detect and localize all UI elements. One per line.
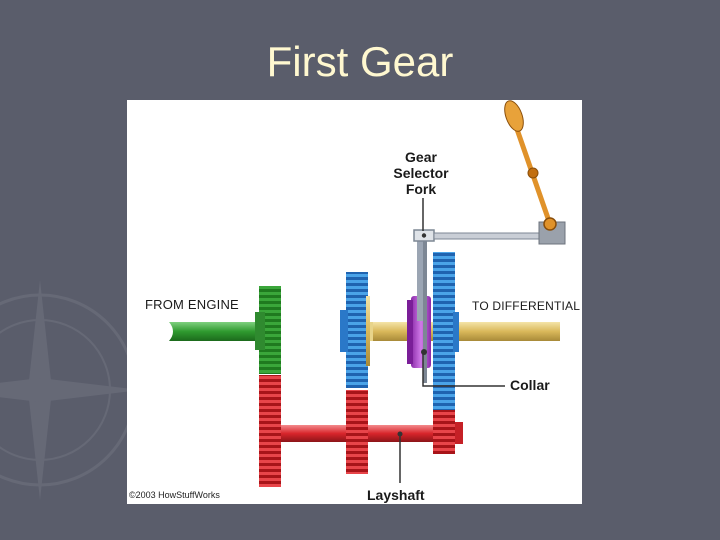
layshaft-gear-3 [433,410,455,454]
input-shaft [169,322,267,341]
compass-watermark-icon [0,280,140,500]
input-gear [259,286,281,374]
second-gear [346,272,368,388]
from-engine-label: FROM ENGINE [145,297,239,312]
selector-rod [433,232,540,240]
label-line-3: Fork [405,181,437,197]
layshaft-label: Layshaft [367,487,425,503]
slide-title: First Gear [266,38,454,85]
collar-label: Collar [510,377,550,393]
copyright-text: ©2003 HowStuffWorks [129,490,220,500]
first-gear [433,252,455,410]
layshaft-rod [277,425,462,442]
gearbox-illustration [169,100,566,487]
collar-callout-line [422,352,505,387]
output-shaft [367,322,560,341]
layshaft-gear-1 [259,375,281,487]
transmission-diagram: Gear Selector Fork FROM ENGINE TO DIFFER… [127,100,582,504]
gear-selector-fork-label: Gear Selector Fork [381,149,461,197]
layshaft-gear-2 [346,390,368,474]
label-line-2: Selector [393,165,449,181]
label-line-1: Gear [405,149,437,165]
lever-knob [504,100,524,132]
selector-fork [417,233,423,321]
to-differential-label: TO DIFFERENTIAL [472,299,581,313]
